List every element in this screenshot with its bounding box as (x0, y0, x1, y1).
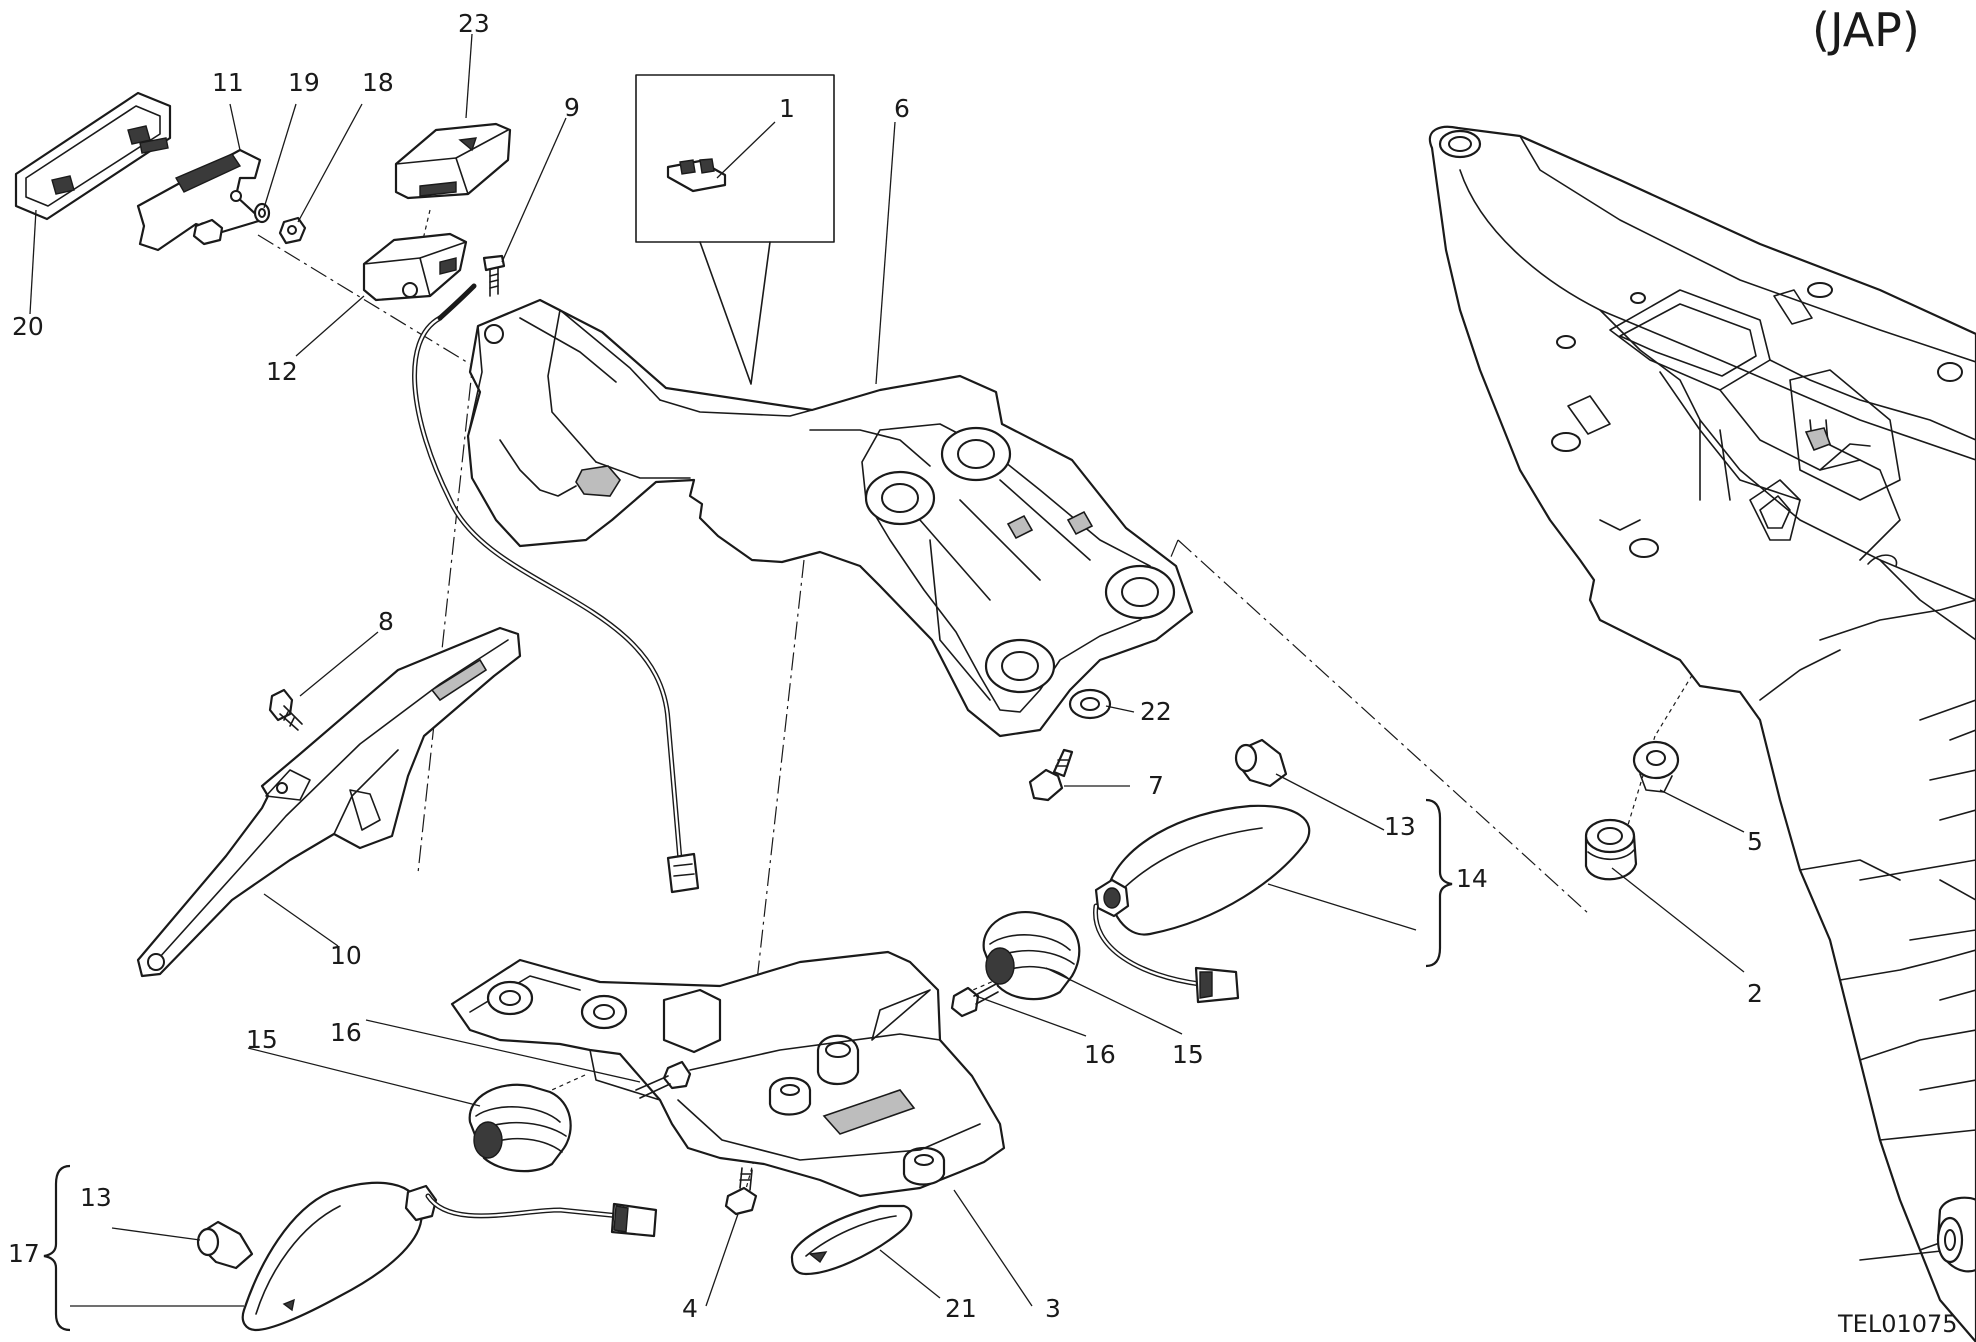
callout-4: 4 (682, 1294, 698, 1323)
screw-7 (1028, 748, 1074, 802)
callout-17: 17 (8, 1239, 40, 1268)
screw-16-right (950, 983, 999, 1018)
callout-12: 12 (266, 357, 298, 386)
callout-22: 22 (1140, 697, 1172, 726)
bracket-10 (136, 626, 522, 978)
callout-14: 14 (1456, 864, 1488, 893)
callout-13-right: 13 (1384, 812, 1416, 841)
callout-6: 6 (894, 94, 910, 123)
callout-18: 18 (362, 68, 394, 97)
control-unit-12 (362, 232, 468, 302)
main-bracket-6 (466, 298, 1194, 738)
leader-lines (29, 33, 1745, 1307)
wiring-harness (412, 283, 700, 894)
callout-8: 8 (378, 607, 394, 636)
callout-21: 21 (945, 1294, 977, 1323)
inset-box-part-1 (635, 74, 835, 385)
rear-frame (1428, 125, 1976, 1342)
turn-signal-left (241, 1181, 658, 1332)
bulb-13-right (1234, 738, 1288, 788)
callout-5: 5 (1747, 827, 1763, 856)
screw-9 (482, 254, 506, 297)
callout-15-left: 15 (246, 1025, 278, 1054)
callout-1: 1 (779, 94, 795, 123)
cover-plate-21 (790, 1204, 913, 1276)
lower-bracket-3 (450, 950, 1006, 1198)
grommet-2 (1584, 818, 1638, 881)
callout-20: 20 (12, 312, 44, 341)
screw-4 (724, 1167, 758, 1216)
turn-signal-right (1093, 804, 1311, 1004)
callout-16-right: 16 (1084, 1040, 1116, 1069)
callout-15-right: 15 (1172, 1040, 1204, 1069)
callout-3: 3 (1045, 1294, 1061, 1323)
grommet-15-left (468, 1083, 572, 1173)
bulb-13-left (196, 1220, 254, 1270)
brace-14 (1425, 798, 1453, 968)
callout-23: 23 (458, 9, 490, 38)
washer-22 (1068, 688, 1112, 720)
callout-13-left: 13 (80, 1183, 112, 1212)
callout-9: 9 (564, 93, 580, 122)
control-unit-23 (394, 122, 512, 200)
callout-numbers: 1 2 3 4 5 6 7 8 9 10 11 12 13 13 14 15 1… (8, 9, 1763, 1323)
rubber-bush-5 (1632, 740, 1680, 793)
screw-8 (268, 688, 303, 731)
grommet-15-right (982, 911, 1081, 1001)
callout-16-left: 16 (330, 1018, 362, 1047)
callout-11: 11 (212, 68, 244, 97)
harness-connector (666, 852, 700, 894)
drawing-code: TEL01075 (1837, 1310, 1958, 1338)
callout-19: 19 (288, 68, 320, 97)
callout-7: 7 (1148, 771, 1164, 800)
connector-clip (666, 158, 727, 193)
callout-2: 2 (1747, 979, 1763, 1008)
license-light-assembly (14, 91, 307, 252)
screw-16-left (635, 1060, 692, 1099)
callout-10: 10 (330, 941, 362, 970)
region-label: (JAP) (1812, 3, 1920, 57)
brace-17 (43, 1164, 71, 1332)
